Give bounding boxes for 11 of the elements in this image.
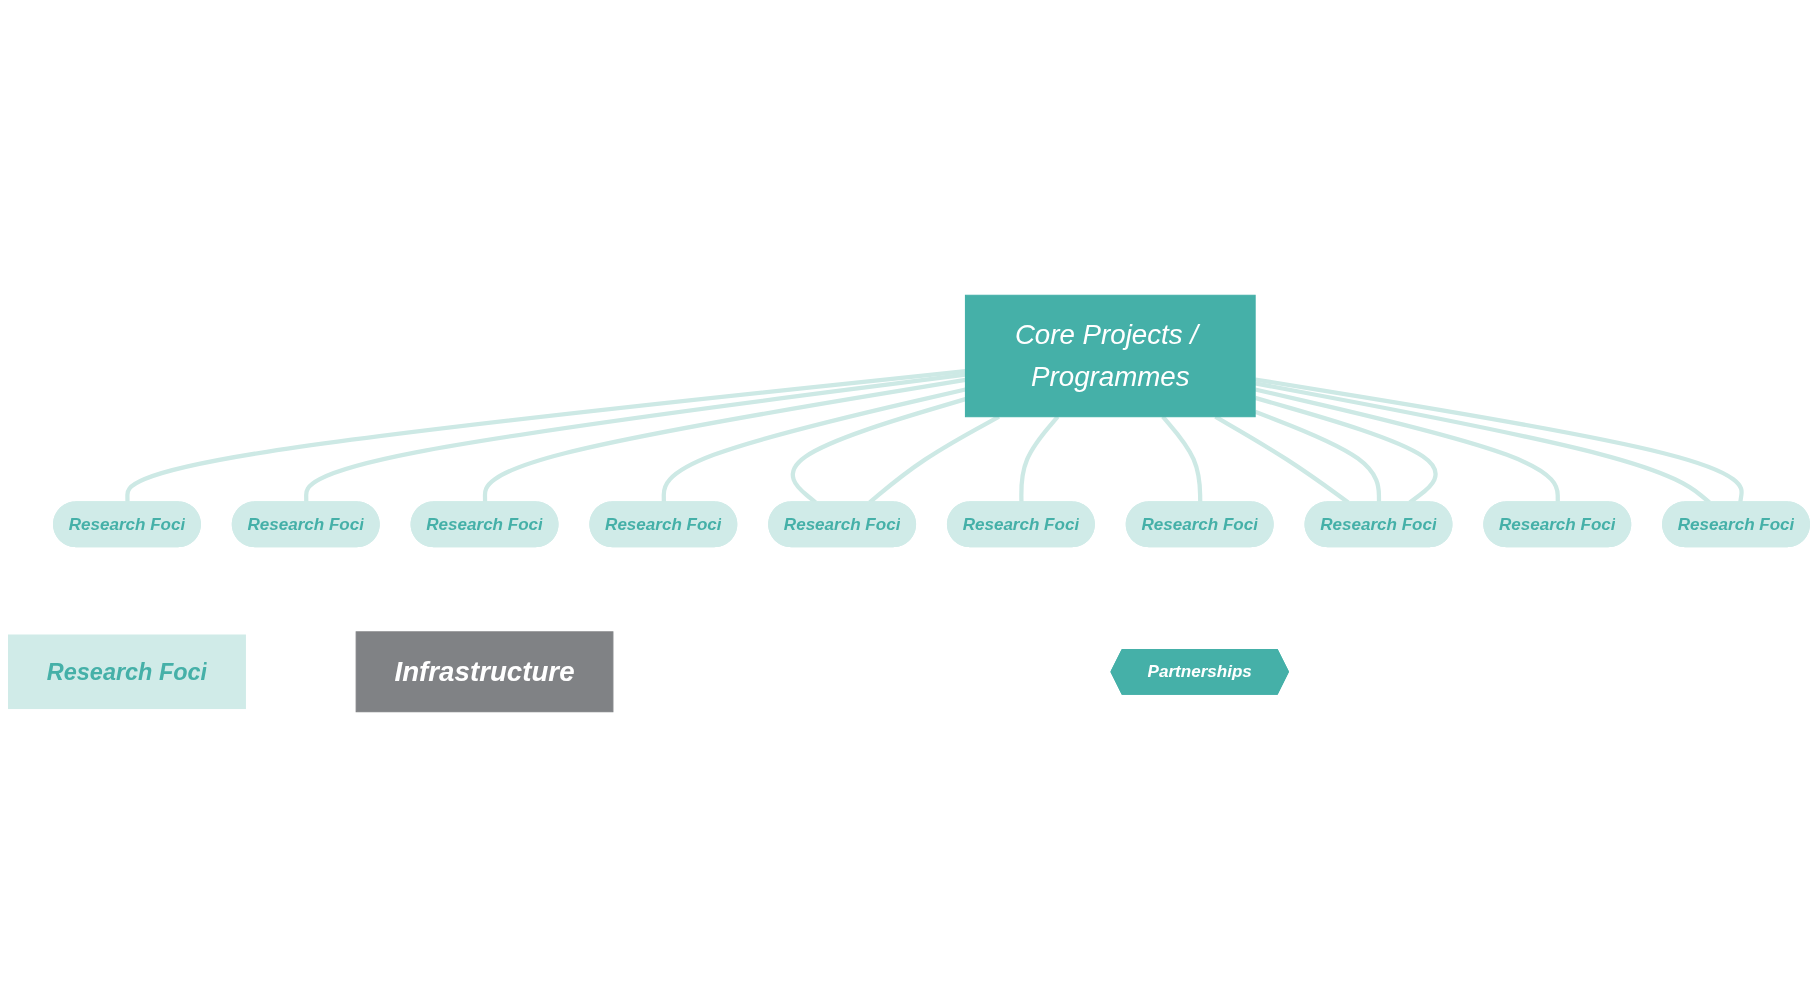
connector <box>125 369 966 503</box>
node-box: Infrastructure <box>355 631 614 713</box>
node-box: Research Foci <box>8 634 246 710</box>
connector <box>1254 409 1382 503</box>
connector <box>661 387 966 503</box>
connector <box>304 372 966 503</box>
node-box: Core Projects / Programmes <box>964 294 1256 418</box>
connector <box>482 377 966 503</box>
connector <box>1161 415 1203 503</box>
connector <box>1254 387 1560 503</box>
connector <box>1019 415 1060 503</box>
